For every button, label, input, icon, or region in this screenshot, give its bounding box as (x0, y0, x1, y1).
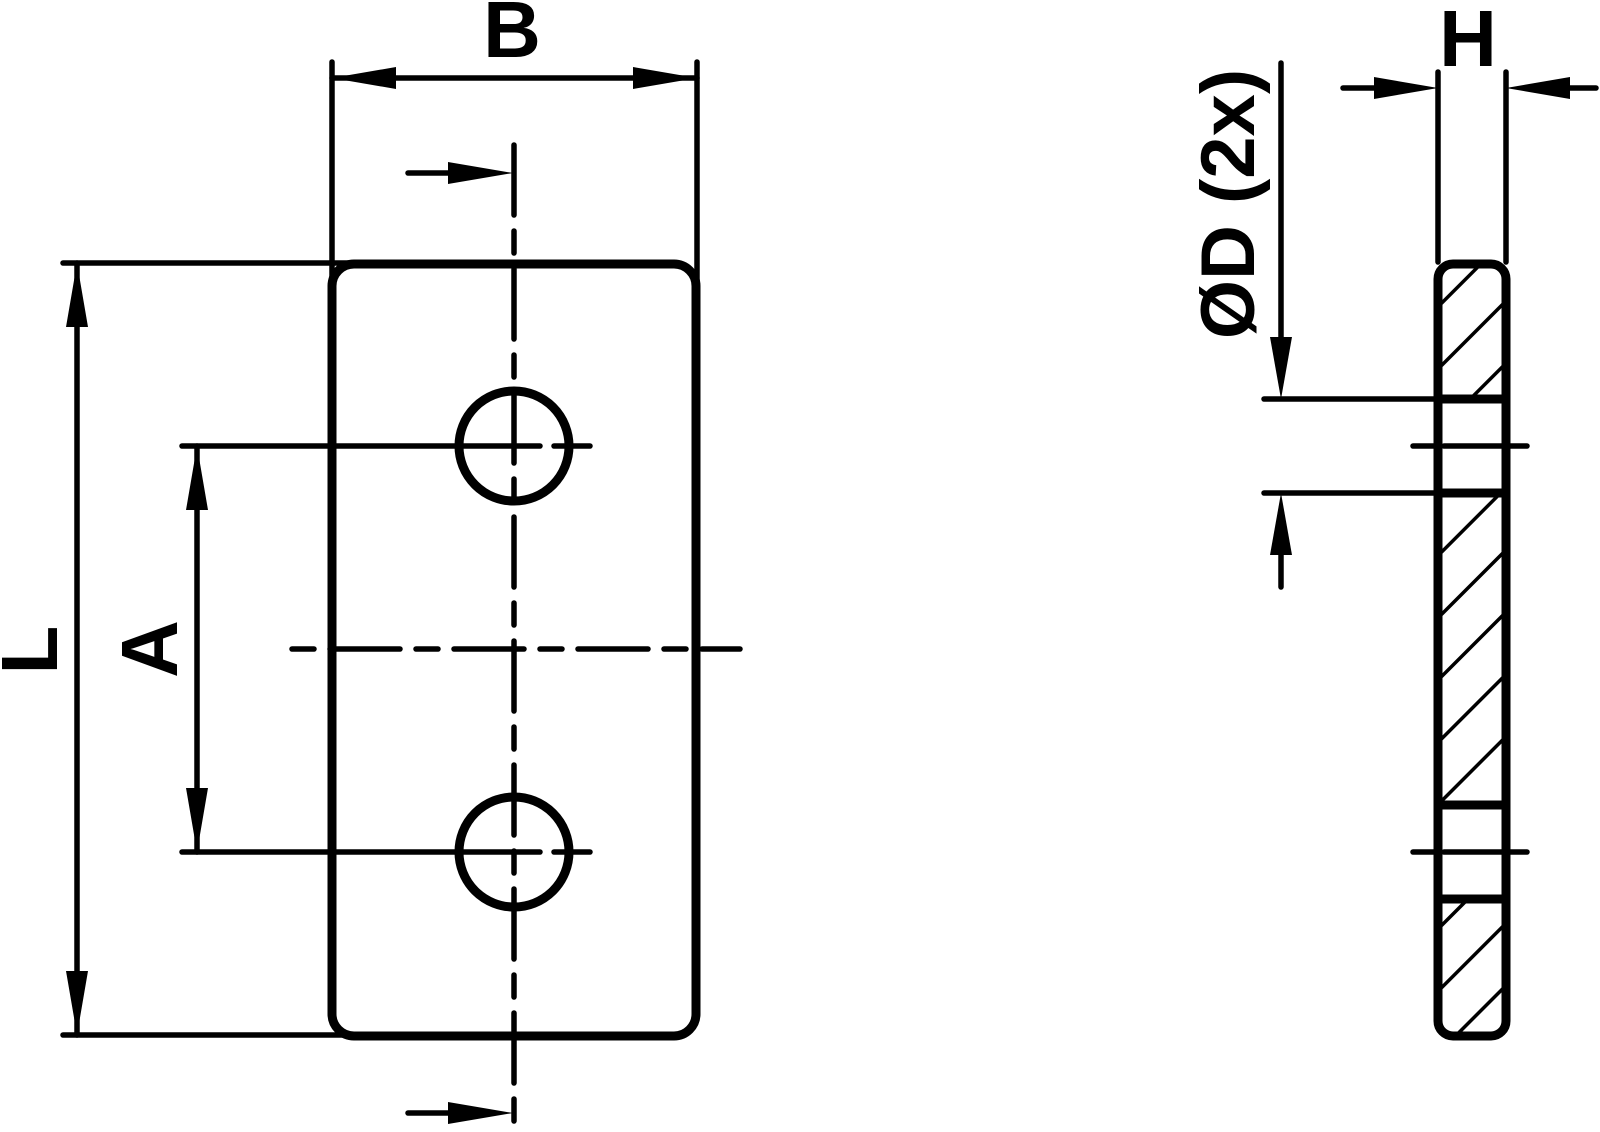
label-hole-diameter: ØD (2x) (1186, 69, 1271, 339)
section-hatching (1438, 264, 1506, 1036)
dimension-length-L: L (0, 260, 355, 1038)
arrowhead-down-icon (66, 971, 88, 1035)
arrowhead-left-icon (1506, 77, 1570, 99)
label-hole-spacing: A (105, 620, 194, 678)
arrowhead-up-icon (186, 446, 208, 510)
dimension-hole-spacing-A: A (105, 443, 208, 855)
label-width: B (483, 0, 541, 74)
centerline-pointer-top (405, 162, 513, 184)
arrowhead-up-icon (1270, 493, 1292, 555)
arrowhead-up-icon (66, 263, 88, 327)
hole-bores (1438, 394, 1506, 904)
arrowhead-right-icon (633, 67, 697, 89)
dimension-hole-diameter-D: ØD (2x) (1186, 60, 1437, 590)
hole-center-ticks (1410, 443, 1530, 855)
dimension-thickness-H: H (1340, 0, 1599, 265)
arrowhead-right-icon (448, 1102, 513, 1124)
arrowhead-left-icon (332, 67, 396, 89)
label-length: L (0, 626, 74, 675)
side-section-view: H ØD (2x) (1186, 0, 1599, 1041)
dimension-width-B: B (329, 0, 700, 293)
hole-center-lines (179, 443, 593, 855)
label-thickness: H (1439, 0, 1497, 83)
plate-section-outline (1433, 259, 1511, 1041)
arrowhead-right-icon (448, 162, 513, 184)
arrowhead-down-icon (186, 788, 208, 852)
arrowhead-right-icon (1374, 77, 1438, 99)
centerline-pointer-bottom (405, 1102, 513, 1124)
front-view: B L A (0, 0, 743, 1132)
arrowhead-down-icon (1270, 337, 1292, 399)
plate-outline (327, 259, 701, 1041)
